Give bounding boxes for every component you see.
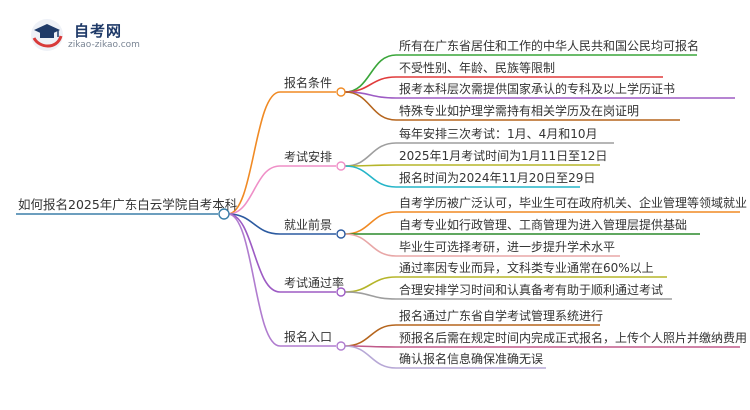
branch-connector [227,213,281,235]
leaf-node-label: 通过率因专业而异，文科类专业通常在60%以上 [399,261,654,275]
root-collapse-toggle[interactable] [218,208,230,220]
branch-node-label: 报名入口 [284,330,333,344]
leaf-connector [344,345,397,369]
leaf-connector [344,165,397,188]
branch-collapse-toggle[interactable] [336,287,346,297]
branch-collapse-toggle[interactable] [336,87,346,97]
branch-node-label: 考试安排 [284,150,333,164]
leaf-node-label: 每年安排三次考试：1月、4月和10月 [399,127,598,141]
leaf-connector [344,233,397,257]
site-logo: 自考网 zikao-zikao.com [30,18,150,58]
branch-node-label: 报名条件 [284,76,333,90]
leaf-node-label: 预报名后需在规定时间内完成正式报名，上传个人照片并缴纳费用 [399,331,748,345]
branch-collapse-toggle[interactable] [336,341,346,351]
leaf-node-label: 毕业生可选择考研，进一步提升学术水平 [399,240,616,254]
leaf-connector [344,54,397,93]
leaf-node-label: 报名时间为2024年11月20日至29日 [399,171,596,185]
leaf-node-label: 自考学历被广泛认可，毕业生可在政府机关、企业管理等领域就业 [399,196,748,210]
root-node-label: 如何报名2025年广东白云学院自考本科 [18,197,238,212]
leaf-connector [344,76,397,93]
leaf-node-label: 所有在广东省居住和工作的中华人民共和国公民均可报名 [399,39,700,53]
branch-node-label: 考试通过率 [284,276,345,290]
leaf-connector [344,142,397,167]
branch-node-label: 就业前景 [284,218,333,232]
leaf-node-label: 报名通过广东省自学考试管理系统进行 [399,309,604,323]
leaf-connector [344,276,397,293]
leaf-node-label: 合理安排学习时间和认真备考有助于顺利通过考试 [399,283,664,297]
branch-connector [227,165,281,215]
leaf-node-label: 不受性别、年龄、民族等限制 [399,61,556,75]
logo-title: 自考网 [74,22,123,40]
logo-url: zikao-zikao.com [68,40,140,50]
leaf-connector [344,324,397,347]
leaf-connector [344,211,397,235]
leaf-node-label: 确认报名信息确保准确无误 [399,352,544,366]
leaf-node-label: 自考专业如行政管理、工商管理为进入管理层提供基础 [399,218,688,232]
branch-connector [227,91,281,215]
leaf-connector [344,291,397,300]
branch-collapse-toggle[interactable] [336,229,346,239]
graduation-cap-icon [31,19,63,51]
leaf-node-label: 特殊专业如护理学需持有相关学历及在岗证明 [399,104,640,118]
branch-collapse-toggle[interactable] [336,161,346,171]
leaf-connector [344,91,397,121]
branch-connector [227,213,281,293]
leaf-node-label: 2025年1月考试时间为1月11日至12日 [399,149,608,163]
branch-connector [227,213,281,347]
leaf-node-label: 报考本科层次需提供国家承认的专科及以上学历证书 [399,82,676,96]
